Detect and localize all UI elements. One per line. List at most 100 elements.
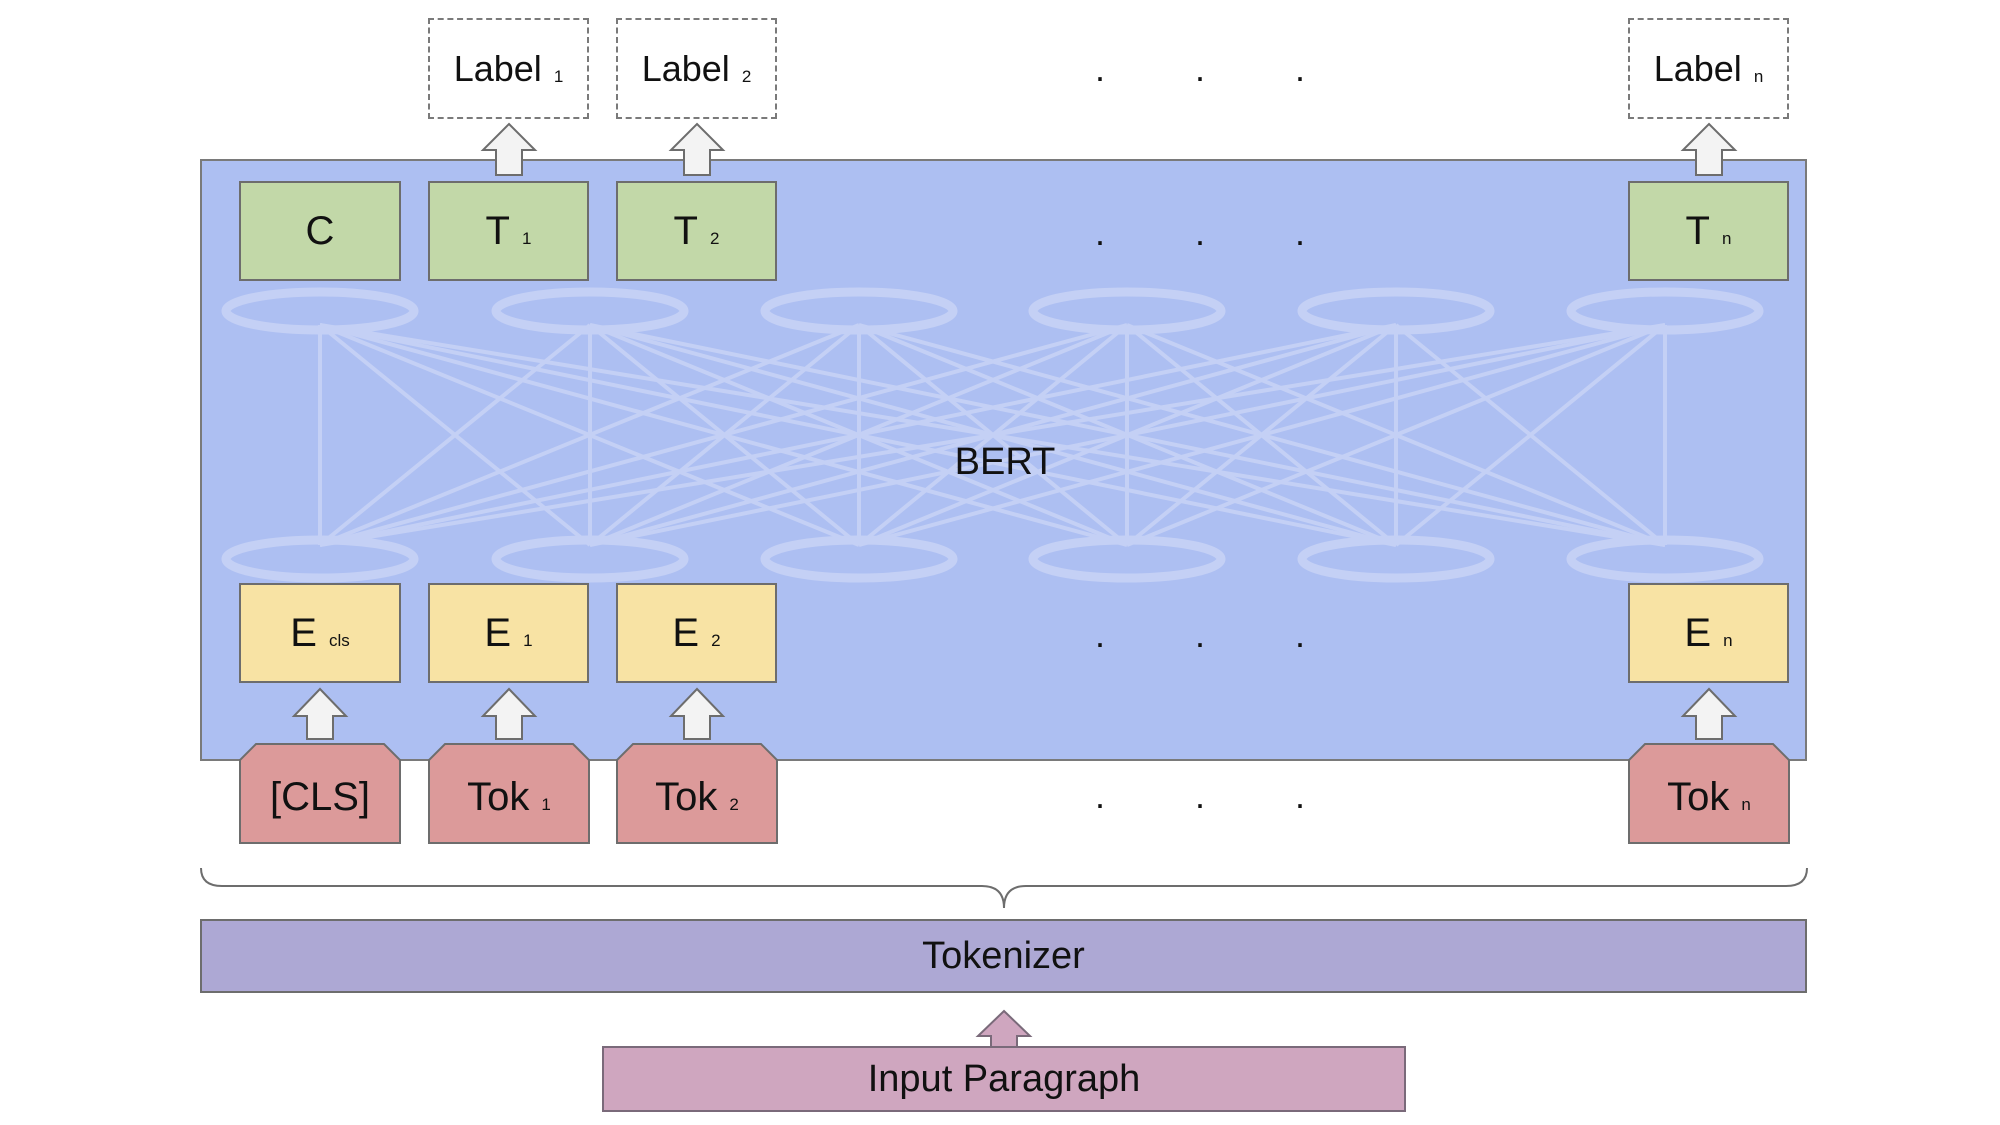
network-node	[760, 535, 958, 583]
label-n-text: Label	[1653, 47, 1742, 89]
up-arrow-icon	[480, 687, 538, 740]
label-2-text: Label	[641, 47, 730, 89]
up-arrow-icon	[668, 687, 726, 740]
token-2-shape	[616, 743, 778, 844]
network-connection	[1126, 323, 1666, 547]
ellipsis-dot: .	[1294, 614, 1305, 655]
network-connection	[319, 323, 1397, 547]
network-node	[1297, 535, 1495, 583]
output-c-text: C	[305, 208, 335, 253]
label-2-box: Label 2	[616, 18, 777, 119]
output-tn-text: T	[1685, 208, 1710, 253]
embedding-cls-subscript: cls	[328, 631, 350, 650]
input-paragraph-label: Input Paragraph	[867, 1057, 1141, 1100]
tokenizer-label: Tokenizer	[922, 934, 1085, 977]
token-1-label: Tok 1	[429, 762, 589, 832]
bert-label: BERT	[954, 440, 1056, 483]
token-1-shape	[428, 743, 590, 844]
token-cls-shape	[239, 743, 401, 844]
ellipsis-dot: .	[1194, 775, 1205, 816]
token-n-text: Tok	[1667, 774, 1730, 819]
embedding-1-text: E	[484, 610, 512, 655]
network-node	[491, 535, 689, 583]
input-paragraph-box: Input Paragraph	[602, 1046, 1406, 1112]
output-row-ellipsis: ...	[1050, 212, 1350, 262]
output-t1-subscript: 1	[521, 229, 532, 248]
embedding-row-ellipsis: ...	[1050, 614, 1350, 664]
token-cls-label: [CLS]	[240, 762, 400, 832]
token-2-label: Tok 2	[617, 762, 777, 832]
ellipsis-dot: .	[1094, 775, 1105, 816]
network-connection	[589, 323, 1666, 547]
up-arrow-icon	[1680, 687, 1738, 740]
embedding-1-subscript: 1	[523, 631, 533, 650]
embedding-2-text: E	[672, 610, 700, 655]
output-t2-subscript: 2	[709, 229, 720, 248]
label-n-subscript: n	[1753, 66, 1764, 86]
up-arrow-icon	[1680, 122, 1738, 176]
label-row-ellipsis: ...	[1050, 48, 1350, 98]
network-node	[491, 287, 689, 335]
output-t2-text: T	[673, 208, 698, 253]
ellipsis-dot: .	[1194, 48, 1205, 89]
token-1-text: Tok	[467, 774, 530, 819]
network-node	[1566, 287, 1764, 335]
up-arrow-icon	[291, 687, 349, 740]
ellipsis-dot: .	[1094, 48, 1105, 89]
embedding-n-subscript: n	[1723, 631, 1733, 650]
network-node	[221, 535, 419, 583]
token-n-shape	[1628, 743, 1790, 844]
network-connection	[858, 323, 1666, 547]
embedding-2-subscript: 2	[711, 631, 721, 650]
up-arrow-icon	[668, 122, 726, 176]
label-1-box: Label 1	[428, 18, 589, 119]
embedding-n-text: E	[1684, 610, 1712, 655]
ellipsis-dot: .	[1294, 775, 1305, 816]
label-2-subscript: 2	[741, 66, 752, 86]
token-row-ellipsis: ...	[1050, 775, 1350, 825]
token-n-subscript: n	[1741, 795, 1751, 814]
label-1-text: Label	[453, 47, 542, 89]
network-connection	[319, 323, 1666, 547]
network-node	[1566, 535, 1764, 583]
network-connection	[1394, 323, 1667, 547]
ellipsis-dot: .	[1094, 212, 1105, 253]
network-connection	[319, 323, 860, 547]
network-connection	[318, 323, 592, 547]
token-cls-text: [CLS]	[269, 774, 371, 819]
network-node	[1028, 287, 1226, 335]
ellipsis-dot: .	[1194, 614, 1205, 655]
tokenizer-box: Tokenizer	[200, 919, 1807, 993]
output-c-cell: C	[239, 181, 401, 281]
network-node	[1297, 287, 1495, 335]
network-node	[760, 287, 958, 335]
network-connection	[319, 323, 1128, 547]
embedding-cls-text: E	[290, 610, 317, 655]
ellipsis-dot: .	[1094, 614, 1105, 655]
up-arrow-icon	[480, 122, 538, 176]
network-node	[1028, 535, 1226, 583]
ellipsis-dot: .	[1294, 48, 1305, 89]
token-2-text: Tok	[655, 774, 718, 819]
output-t1-text: T	[485, 208, 510, 253]
curly-brace	[200, 867, 1808, 909]
neural-network-graphic	[221, 287, 1764, 583]
ellipsis-dot: .	[1294, 212, 1305, 253]
ellipsis-dot: .	[1194, 212, 1205, 253]
up-arrow-icon	[975, 1009, 1033, 1048]
network-node	[221, 287, 419, 335]
token-1-subscript: 1	[541, 795, 551, 814]
output-tn-subscript: n	[1721, 229, 1732, 248]
token-2-subscript: 2	[729, 795, 739, 814]
label-1-subscript: 1	[553, 66, 564, 86]
